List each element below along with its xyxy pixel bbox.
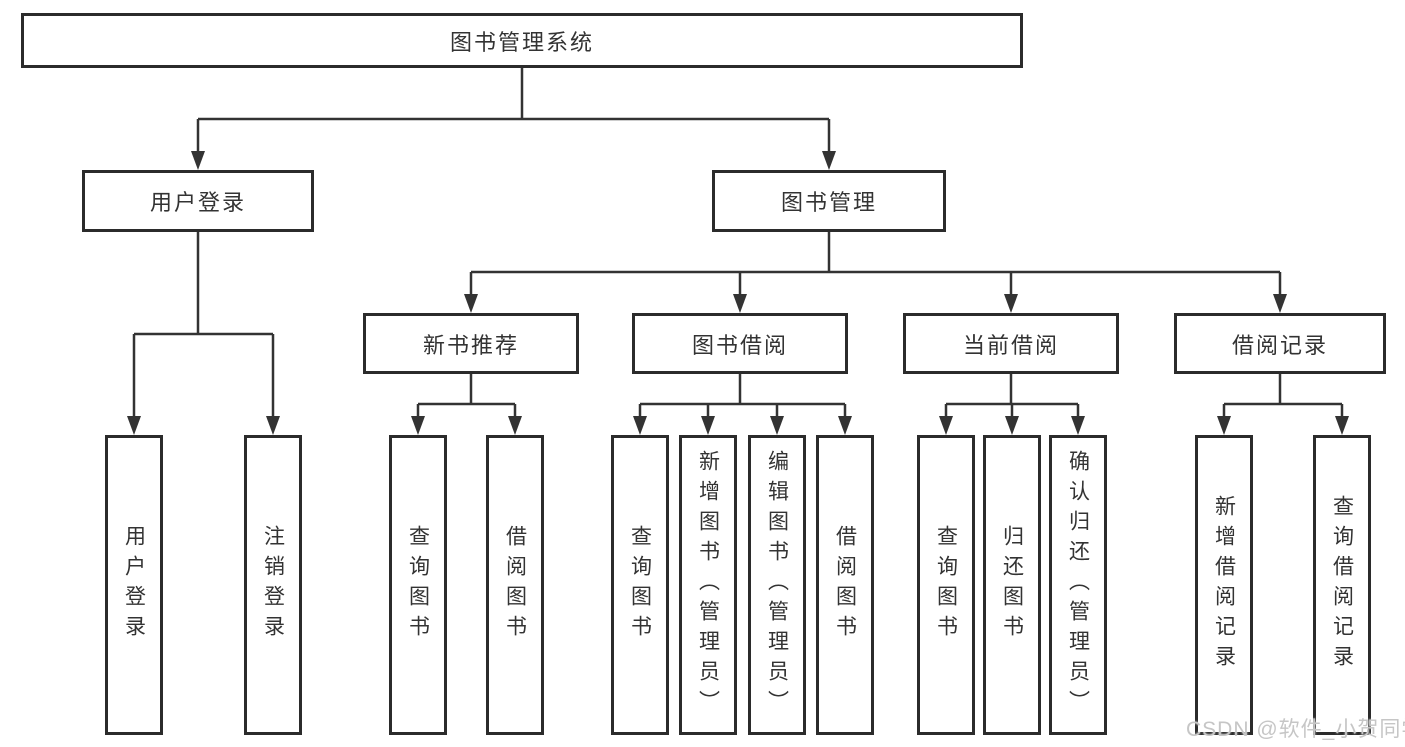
leaf-logout-label: 注销登录 (261, 525, 285, 645)
leaf-borrow-book: 借阅图书 (816, 435, 874, 735)
node-borrow-record: 借阅记录 (1174, 313, 1386, 374)
node-user-login-label: 用户登录 (149, 190, 246, 215)
connector-new-book-children (416, 372, 517, 416)
leaf-query-book-recommend-label: 查询图书 (406, 525, 430, 645)
leaf-add-book-admin: 新增图书（管理员） (679, 435, 737, 735)
arrowhead-nb-borrow (508, 416, 522, 435)
node-book-borrow: 图书借阅 (632, 313, 848, 374)
arrowhead-bb-borrow (838, 416, 852, 435)
connector-book-mgmt-children (469, 232, 1282, 294)
arrowhead-book-mgmt (822, 151, 836, 170)
arrowhead-cb-return (1005, 416, 1019, 435)
arrowhead-borrow-record (1273, 294, 1287, 313)
arrowhead-cb-confirm (1071, 416, 1085, 435)
leaf-add-borrow-record-label: 新增借阅记录 (1212, 495, 1236, 675)
leaf-logout: 注销登录 (244, 435, 302, 735)
leaf-edit-book-admin-label: 编辑图书（管理员） (765, 450, 789, 720)
connector-book-borrow-children (638, 372, 847, 416)
leaf-add-borrow-record: 新增借阅记录 (1195, 435, 1253, 735)
arrowhead-login-leaf (127, 416, 141, 435)
leaf-query-book-recommend: 查询图书 (389, 435, 447, 735)
leaf-user-login-label: 用户登录 (122, 525, 146, 645)
node-new-book-recommend: 新书推荐 (363, 313, 579, 374)
arrowhead-bb-add (701, 416, 715, 435)
leaf-add-book-admin-label: 新增图书（管理员） (696, 450, 720, 720)
leaf-query-book-current-label: 查询图书 (934, 525, 958, 645)
csdn-watermark: CSDN @软件_小贺同学 (1186, 718, 1405, 741)
node-root-label: 图书管理系统 (449, 29, 594, 55)
leaf-borrow-book-recommend: 借阅图书 (486, 435, 544, 735)
node-current-borrow: 当前借阅 (903, 313, 1119, 374)
node-current-borrow-label: 当前借阅 (962, 332, 1059, 358)
arrowhead-logout-leaf (266, 416, 280, 435)
arrowhead-br-add (1217, 416, 1231, 435)
leaf-return-book-label: 归还图书 (1000, 525, 1024, 645)
arrowhead-bb-edit (770, 416, 784, 435)
leaf-query-borrow-record-label: 查询借阅记录 (1330, 495, 1354, 675)
connector-current-borrow-children (944, 372, 1080, 416)
leaf-user-login: 用户登录 (105, 435, 163, 735)
connector-borrow-record-children (1222, 372, 1344, 416)
leaf-query-book-current: 查询图书 (917, 435, 975, 735)
connector-root-to-level2 (196, 68, 831, 151)
arrowhead-br-query (1335, 416, 1349, 435)
arrowhead-bb-query (633, 416, 647, 435)
arrowhead-current-borrow (1004, 294, 1018, 313)
arrowhead-nb-query (411, 416, 425, 435)
arrowhead-user-login (191, 151, 205, 170)
connector-user-login-children (132, 232, 275, 416)
leaf-return-book: 归还图书 (983, 435, 1041, 735)
node-root-system: 图书管理系统 (21, 13, 1023, 68)
leaf-confirm-return-admin-label: 确认归还（管理员） (1066, 450, 1090, 720)
node-new-book-recommend-label: 新书推荐 (422, 332, 519, 358)
node-borrow-record-label: 借阅记录 (1231, 332, 1328, 358)
node-book-mgmt-label: 图书管理 (780, 190, 877, 215)
node-user-login: 用户登录 (82, 170, 314, 232)
arrowhead-cb-query (939, 416, 953, 435)
leaf-borrow-book-recommend-label: 借阅图书 (503, 525, 527, 645)
leaf-query-book-borrow: 查询图书 (611, 435, 669, 735)
leaf-query-book-borrow-label: 查询图书 (628, 525, 652, 645)
leaf-edit-book-admin: 编辑图书（管理员） (748, 435, 806, 735)
leaf-borrow-book-label: 借阅图书 (833, 525, 857, 645)
node-book-borrow-label: 图书借阅 (691, 332, 788, 358)
arrowhead-new-book (464, 294, 478, 313)
leaf-query-borrow-record: 查询借阅记录 (1313, 435, 1371, 735)
arrowhead-book-borrow (733, 294, 747, 313)
node-book-mgmt: 图书管理 (712, 170, 946, 232)
leaf-confirm-return-admin: 确认归还（管理员） (1049, 435, 1107, 735)
